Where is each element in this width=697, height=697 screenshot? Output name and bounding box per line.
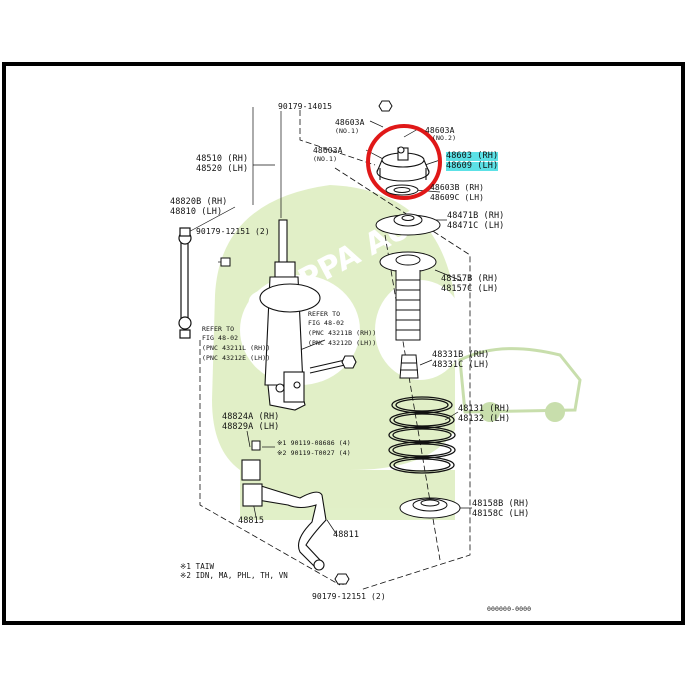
label-90179-12151: 90179-12151 (2) [196, 227, 270, 236]
lower-insulator [399, 497, 461, 519]
label-48603a-right: 48603A [425, 126, 455, 135]
label-bolt1: ※1 90119-08686 (4) [277, 439, 351, 447]
label-90179-14015: 90179-14015 [278, 102, 333, 111]
stabilizer-link [178, 227, 192, 339]
label-bolt2: ※2 90119-T0027 (4) [277, 449, 351, 457]
label-48824a: 48824A (RH) [222, 412, 280, 422]
label-48331b: 48331B (RH) [432, 350, 490, 360]
label-no1-top: (NO.1) [335, 127, 360, 135]
label-48471b: 48471B (RH) [447, 211, 505, 221]
label-48829a: 48829A (LH) [222, 422, 280, 432]
diagram-id: 000000-0000 [487, 605, 532, 613]
label-48820b: 48820B (RH) [170, 197, 228, 207]
refer-right-line2: FIG 48-02 [308, 319, 345, 327]
diagram-frame [2, 62, 685, 625]
label-48815: 48815 [238, 516, 265, 526]
label-48471c: 48471C (LH) [447, 221, 505, 231]
label-48603b: 48603B (RH) [430, 183, 485, 192]
bearing [385, 184, 419, 196]
label-48603a-left: 48603A [313, 146, 343, 155]
label-48603a-top: 48603A [335, 118, 365, 127]
label-no1-left: (NO.1) [313, 155, 338, 163]
stabilizer-bar [241, 459, 327, 571]
label-48520: 48520 (LH) [196, 164, 249, 174]
refer-left-line4: (PNC 43212E (LH)) [202, 354, 271, 362]
refer-left-line2: FIG 48-02 [202, 334, 239, 342]
label-48132: 48132 (LH) [458, 414, 511, 424]
refer-right-line3: (PNC 43211B (RH)) [308, 329, 377, 337]
bump-stopper [399, 354, 419, 379]
upper-spring-seat [375, 213, 441, 236]
label-48609-highlight: 48609 (LH) [446, 161, 499, 171]
dust-boot [379, 251, 437, 341]
label-48157b: 48157B (RH) [441, 274, 499, 284]
label-90179-12151-bottom: 90179-12151 (2) [312, 592, 386, 601]
note-2: ※2 IDN, MA, PHL, TH, VN [180, 571, 288, 580]
label-48158b: 48158B (RH) [472, 499, 530, 509]
label-48157c: 48157C (LH) [441, 284, 499, 294]
label-no2-right: (NO.2) [432, 134, 457, 142]
label-48331c: 48331C (LH) [432, 360, 490, 370]
refer-left-line1: REFER TO [202, 325, 235, 333]
coil-spring [388, 396, 456, 474]
shock-absorber [259, 219, 357, 411]
label-48810: 48810 (LH) [170, 207, 223, 217]
nut-parts [220, 100, 393, 585]
label-48811: 48811 [333, 530, 360, 540]
label-48131: 48131 (RH) [458, 404, 511, 414]
highlight-circle [366, 124, 442, 200]
note-1: ※1 TAIW [180, 562, 215, 571]
label-48158c: 48158C (LH) [472, 509, 530, 519]
upper-mount [376, 146, 430, 182]
label-48510: 48510 (RH) [196, 154, 249, 164]
refer-right-line1: REFER TO [308, 310, 341, 318]
refer-right-line4: (PNC 43212D (LH)) [308, 339, 377, 347]
label-48603-highlight: 48603 (RH) [446, 151, 499, 161]
label-48609c: 48609C (LH) [430, 193, 485, 202]
refer-left-line3: (PNC 43211L (RH)) [202, 344, 271, 352]
